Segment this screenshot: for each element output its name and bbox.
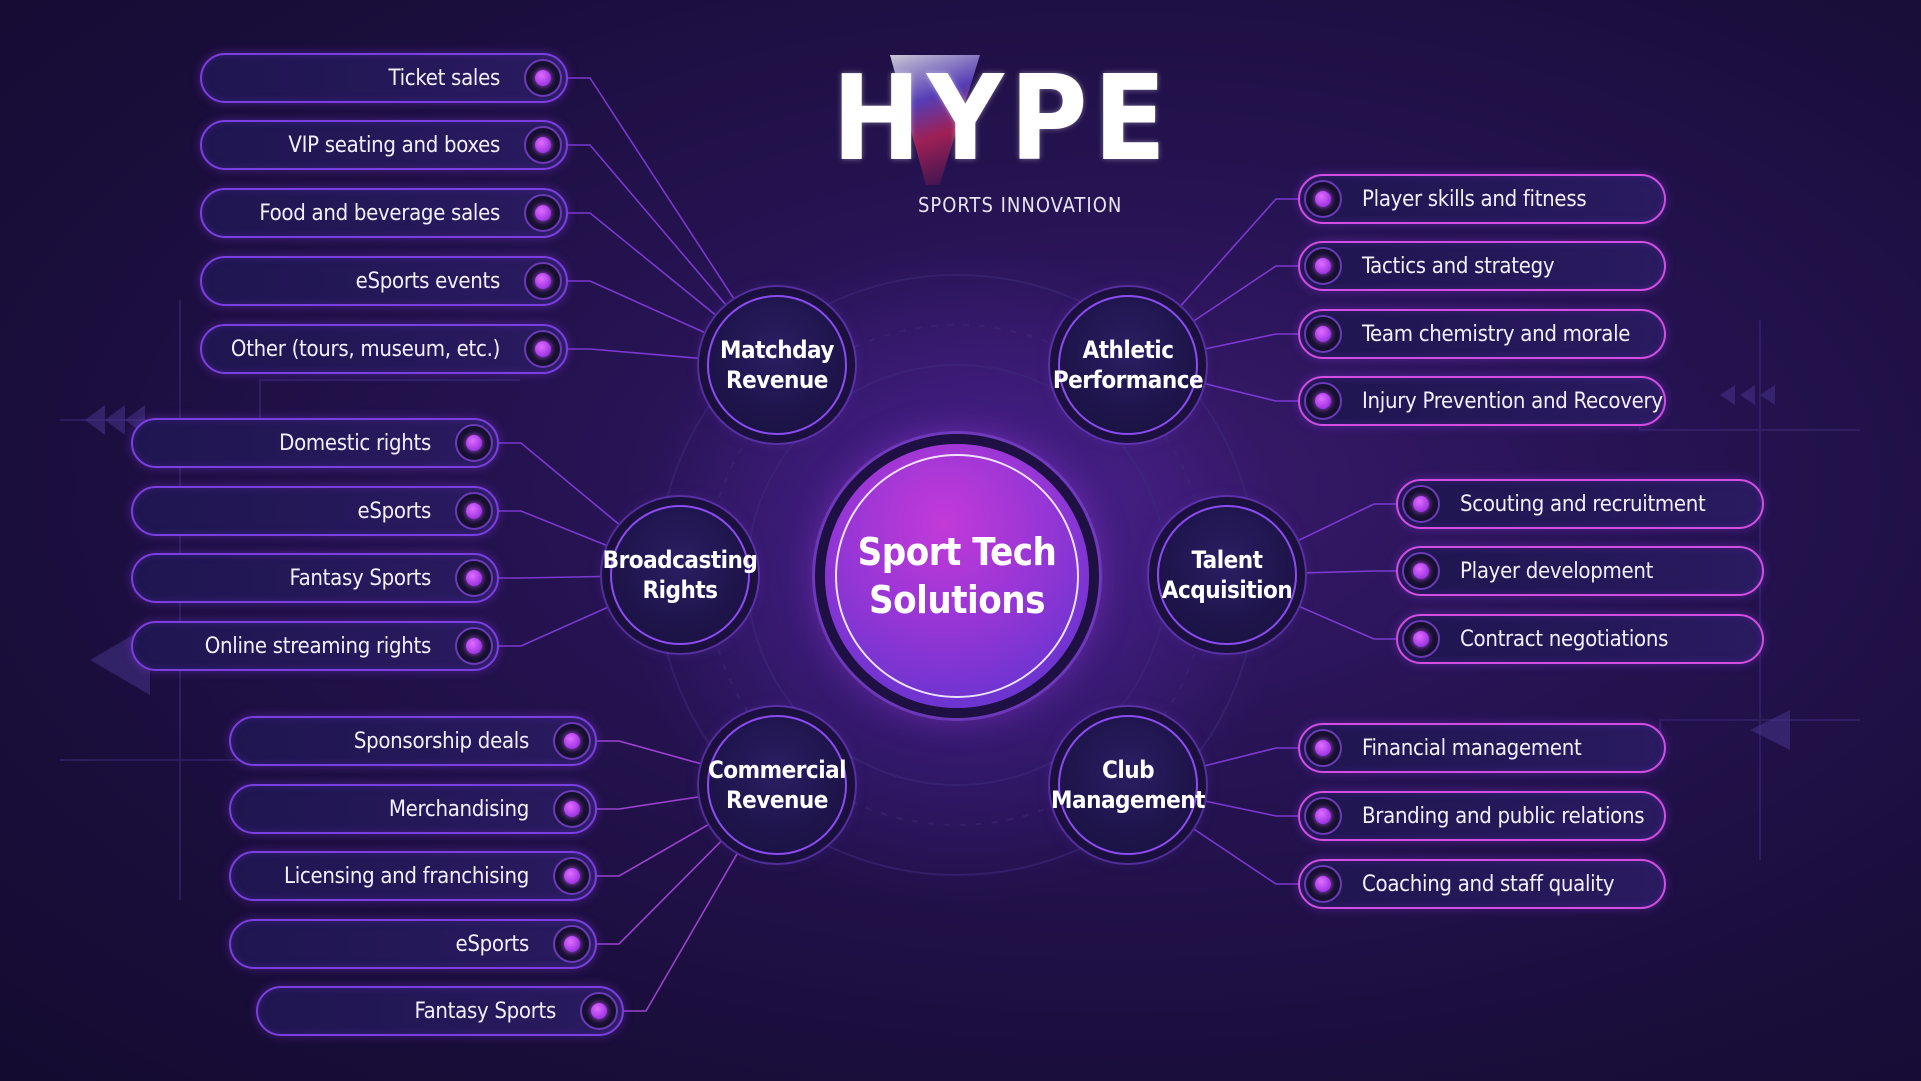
item-label: Online streaming rights: [204, 633, 432, 659]
hub-label: Matchday Revenue: [720, 336, 834, 394]
bullet-icon: [1402, 552, 1440, 590]
item-team-chemistry: Team chemistry and morale: [1298, 309, 1666, 359]
bullet-icon: [553, 722, 591, 760]
item-label: Fantasy Sports: [289, 565, 432, 591]
item-label: Contract negotiations: [1460, 626, 1669, 652]
bullet-icon: [1304, 729, 1342, 767]
bullet-icon: [1402, 485, 1440, 523]
item-licensing: Licensing and franchising: [229, 851, 597, 901]
center-ring: [835, 454, 1079, 698]
item-label: Food and beverage sales: [259, 200, 500, 226]
bullet-icon: [455, 627, 493, 665]
item-coaching-staff: Coaching and staff quality: [1298, 859, 1666, 909]
item-broadcast-esports: eSports: [131, 486, 499, 536]
bullet-icon: [524, 262, 562, 300]
item-label: eSports: [455, 931, 529, 957]
item-vip-seating: VIP seating and boxes: [200, 120, 568, 170]
hub-athletic-performance: Athletic Performance: [1053, 295, 1204, 435]
item-label: Coaching and staff quality: [1362, 871, 1615, 897]
item-label: Licensing and franchising: [284, 863, 529, 889]
item-label: Injury Prevention and Recovery: [1362, 388, 1663, 414]
bullet-icon: [455, 424, 493, 462]
item-label: Tactics and strategy: [1362, 253, 1555, 279]
item-label: Branding and public relations: [1362, 803, 1645, 829]
item-label: eSports events: [355, 268, 501, 294]
item-other-tours: Other (tours, museum, etc.): [200, 324, 568, 374]
bullet-icon: [455, 559, 493, 597]
item-merchandising: Merchandising: [229, 784, 597, 834]
item-label: Sponsorship deals: [353, 728, 529, 754]
bullet-icon: [524, 194, 562, 232]
bullet-icon: [1304, 180, 1342, 218]
item-contract-negotiations: Contract negotiations: [1396, 614, 1764, 664]
item-label: Team chemistry and morale: [1362, 321, 1631, 347]
item-label: Player skills and fitness: [1362, 186, 1587, 212]
item-label: Merchandising: [388, 796, 529, 822]
item-commercial-fantasy: Fantasy Sports: [256, 986, 624, 1036]
bullet-icon: [1304, 797, 1342, 835]
logo-wordmark: HYPE: [832, 49, 1173, 187]
item-commercial-esports: eSports: [229, 919, 597, 969]
item-esports-events: eSports events: [200, 256, 568, 306]
bullet-icon: [524, 330, 562, 368]
bullet-icon: [1304, 247, 1342, 285]
item-player-skills: Player skills and fitness: [1298, 174, 1666, 224]
hype-logo: HYPE SPORTS INNOVATION: [820, 49, 1166, 225]
item-label: Other (tours, museum, etc.): [230, 336, 500, 362]
item-sponsorship: Sponsorship deals: [229, 716, 597, 766]
bullet-icon: [455, 492, 493, 530]
item-broadcast-fantasy: Fantasy Sports: [131, 553, 499, 603]
item-label: Fantasy Sports: [414, 998, 557, 1024]
item-tactics: Tactics and strategy: [1298, 241, 1666, 291]
item-domestic-rights: Domestic rights: [131, 418, 499, 468]
bullet-icon: [1402, 620, 1440, 658]
hub-label: Club Management: [1051, 756, 1205, 814]
bullet-icon: [580, 992, 618, 1030]
hub-broadcasting-rights: Broadcasting Rights: [603, 505, 758, 645]
item-label: Financial management: [1362, 735, 1582, 761]
item-label: Player development: [1460, 558, 1654, 584]
hub-talent-acquisition: Talent Acquisition: [1157, 505, 1297, 645]
item-financial-management: Financial management: [1298, 723, 1666, 773]
bullet-icon: [553, 925, 591, 963]
item-label: Domestic rights: [279, 430, 431, 456]
item-label: Ticket sales: [388, 65, 500, 91]
item-ticket-sales: Ticket sales: [200, 53, 568, 103]
item-label: eSports: [357, 498, 431, 524]
bullet-icon: [553, 790, 591, 828]
item-online-streaming: Online streaming rights: [131, 621, 499, 671]
item-branding-pr: Branding and public relations: [1298, 791, 1666, 841]
hub-label: Athletic Performance: [1052, 336, 1204, 394]
hub-label: Commercial Revenue: [707, 756, 847, 814]
item-label: Scouting and recruitment: [1460, 491, 1706, 517]
item-scouting: Scouting and recruitment: [1396, 479, 1764, 529]
hub-label: Talent Acquisition: [1161, 546, 1293, 604]
bullet-icon: [1304, 865, 1342, 903]
logo-tagline: SPORTS INNOVATION: [918, 193, 1123, 217]
item-player-development: Player development: [1396, 546, 1764, 596]
bullet-icon: [524, 59, 562, 97]
center-hub: Sport Tech Solutions: [825, 444, 1089, 708]
bullet-icon: [1304, 382, 1342, 420]
item-label: VIP seating and boxes: [288, 132, 500, 158]
item-food-beverage: Food and beverage sales: [200, 188, 568, 238]
hub-label: Broadcasting Rights: [602, 546, 758, 604]
bullet-icon: [524, 126, 562, 164]
hub-commercial-revenue: Commercial Revenue: [707, 715, 847, 855]
bullet-icon: [1304, 315, 1342, 353]
item-injury-prevention: Injury Prevention and Recovery: [1298, 376, 1666, 426]
hub-club-management: Club Management: [1051, 715, 1205, 855]
bullet-icon: [553, 857, 591, 895]
center-label: Sport Tech Solutions: [857, 530, 1057, 622]
hub-matchday-revenue: Matchday Revenue: [707, 295, 847, 435]
